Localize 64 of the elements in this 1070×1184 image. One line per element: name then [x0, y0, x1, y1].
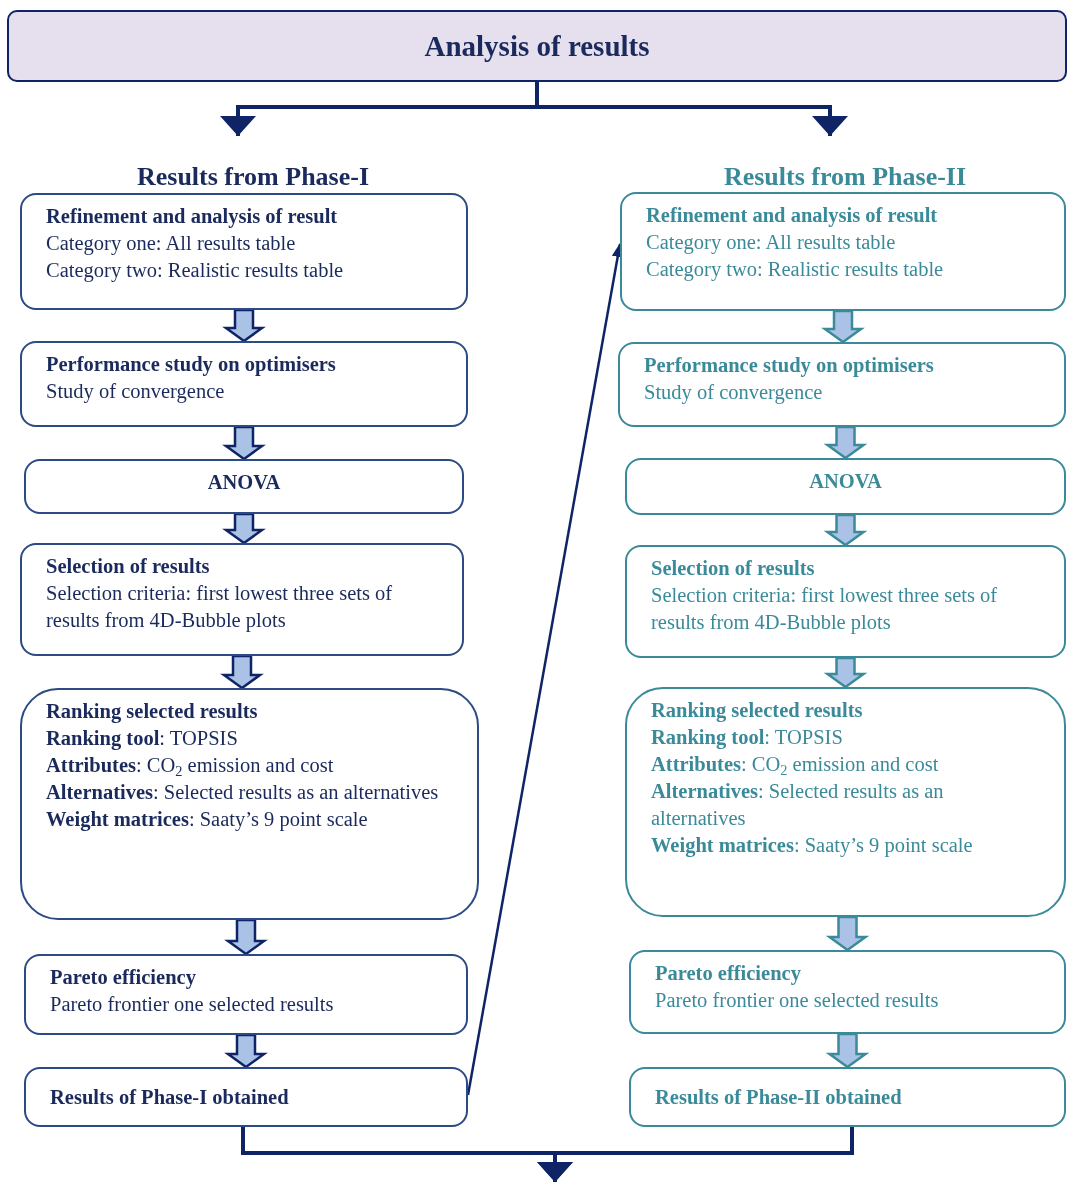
process-box — [20, 688, 479, 920]
block-arrow — [825, 915, 870, 952]
process-box — [24, 459, 464, 514]
process-box — [24, 1067, 468, 1127]
box-text: Weight matrices: Saaty’s 9 point scale — [46, 807, 369, 833]
column-heading: Results from Phase-II — [723, 163, 967, 192]
box-text: Ranking tool: TOPSIS — [46, 726, 239, 752]
block-arrow — [222, 512, 266, 545]
block-arrow — [823, 425, 868, 460]
box-text: Selection criteria: first lowest three sets of results from 4D-Bubble plots — [651, 583, 999, 636]
box-heading: ANOVA — [207, 470, 281, 495]
box-heading: ANOVA — [809, 469, 882, 494]
box-text: Pareto frontier one selected results — [655, 988, 940, 1013]
process-box — [629, 950, 1066, 1034]
box-text: Alternatives: Selected results as an alternatives — [651, 779, 945, 831]
title-text: Analysis of results — [424, 29, 650, 63]
box-heading: Selection of results — [651, 556, 816, 581]
box-text: Ranking tool: TOPSIS — [651, 725, 844, 751]
process-box — [620, 192, 1066, 311]
block-arrow — [222, 425, 266, 461]
box-text: Category one: All results table — [646, 230, 897, 256]
box-text: Category two: Realistic results table — [46, 258, 345, 284]
box-text: Pareto frontier one selected results — [50, 992, 335, 1017]
box-heading: Performance study on optimisers — [46, 352, 337, 378]
process-box — [20, 543, 464, 656]
process-box — [625, 687, 1066, 917]
box-text: Category two: Realistic results table — [646, 257, 945, 283]
process-box — [625, 458, 1066, 515]
box-text: Attributes: CO$_{2}$ emission and cost — [651, 752, 940, 778]
box-heading: Refinement and analysis of result — [646, 203, 939, 229]
box-heading: Results of Phase-II obtained — [655, 1084, 903, 1110]
box-heading: Pareto efficiency — [655, 961, 802, 987]
column-heading: Results from Phase-I — [136, 163, 370, 192]
block-arrow — [224, 1033, 268, 1069]
box-heading: Results of Phase-I obtained — [50, 1084, 290, 1110]
process-box — [24, 954, 468, 1035]
process-box — [618, 342, 1066, 427]
box-heading: Ranking selected results — [46, 699, 259, 725]
box-text: Selection criteria: first lowest three sets of results from 4D-Bubble plots — [46, 581, 394, 634]
process-box — [20, 193, 468, 310]
box-heading: Ranking selected results — [651, 698, 864, 724]
box-text: Weight matrices: Saaty’s 9 point scale — [651, 833, 974, 859]
block-arrow — [224, 918, 268, 956]
process-box — [20, 341, 468, 427]
box-text: Alternatives: Selected results as an alternatives — [46, 780, 440, 805]
block-arrow — [220, 654, 264, 690]
title-box — [7, 10, 1067, 82]
block-arrow — [823, 656, 868, 689]
block-arrow — [825, 1032, 870, 1069]
box-text: Category one: All results table — [46, 231, 297, 257]
block-arrow — [821, 309, 865, 344]
box-text: Study of convergence — [46, 379, 226, 405]
block-arrow — [222, 308, 266, 343]
connector-arrow — [537, 1127, 854, 1182]
box-heading: Performance study on optimisers — [644, 353, 935, 379]
block-arrow — [823, 513, 868, 547]
box-text: Study of convergence — [644, 380, 824, 406]
process-box — [629, 1067, 1066, 1127]
box-heading: Pareto efficiency — [50, 965, 197, 991]
connector-arrow — [535, 82, 848, 136]
box-text: Attributes: CO$_{2}$ emission and cost — [46, 753, 335, 779]
process-box — [625, 545, 1066, 658]
box-heading: Refinement and analysis of result — [46, 204, 339, 230]
box-heading: Selection of results — [46, 554, 211, 579]
